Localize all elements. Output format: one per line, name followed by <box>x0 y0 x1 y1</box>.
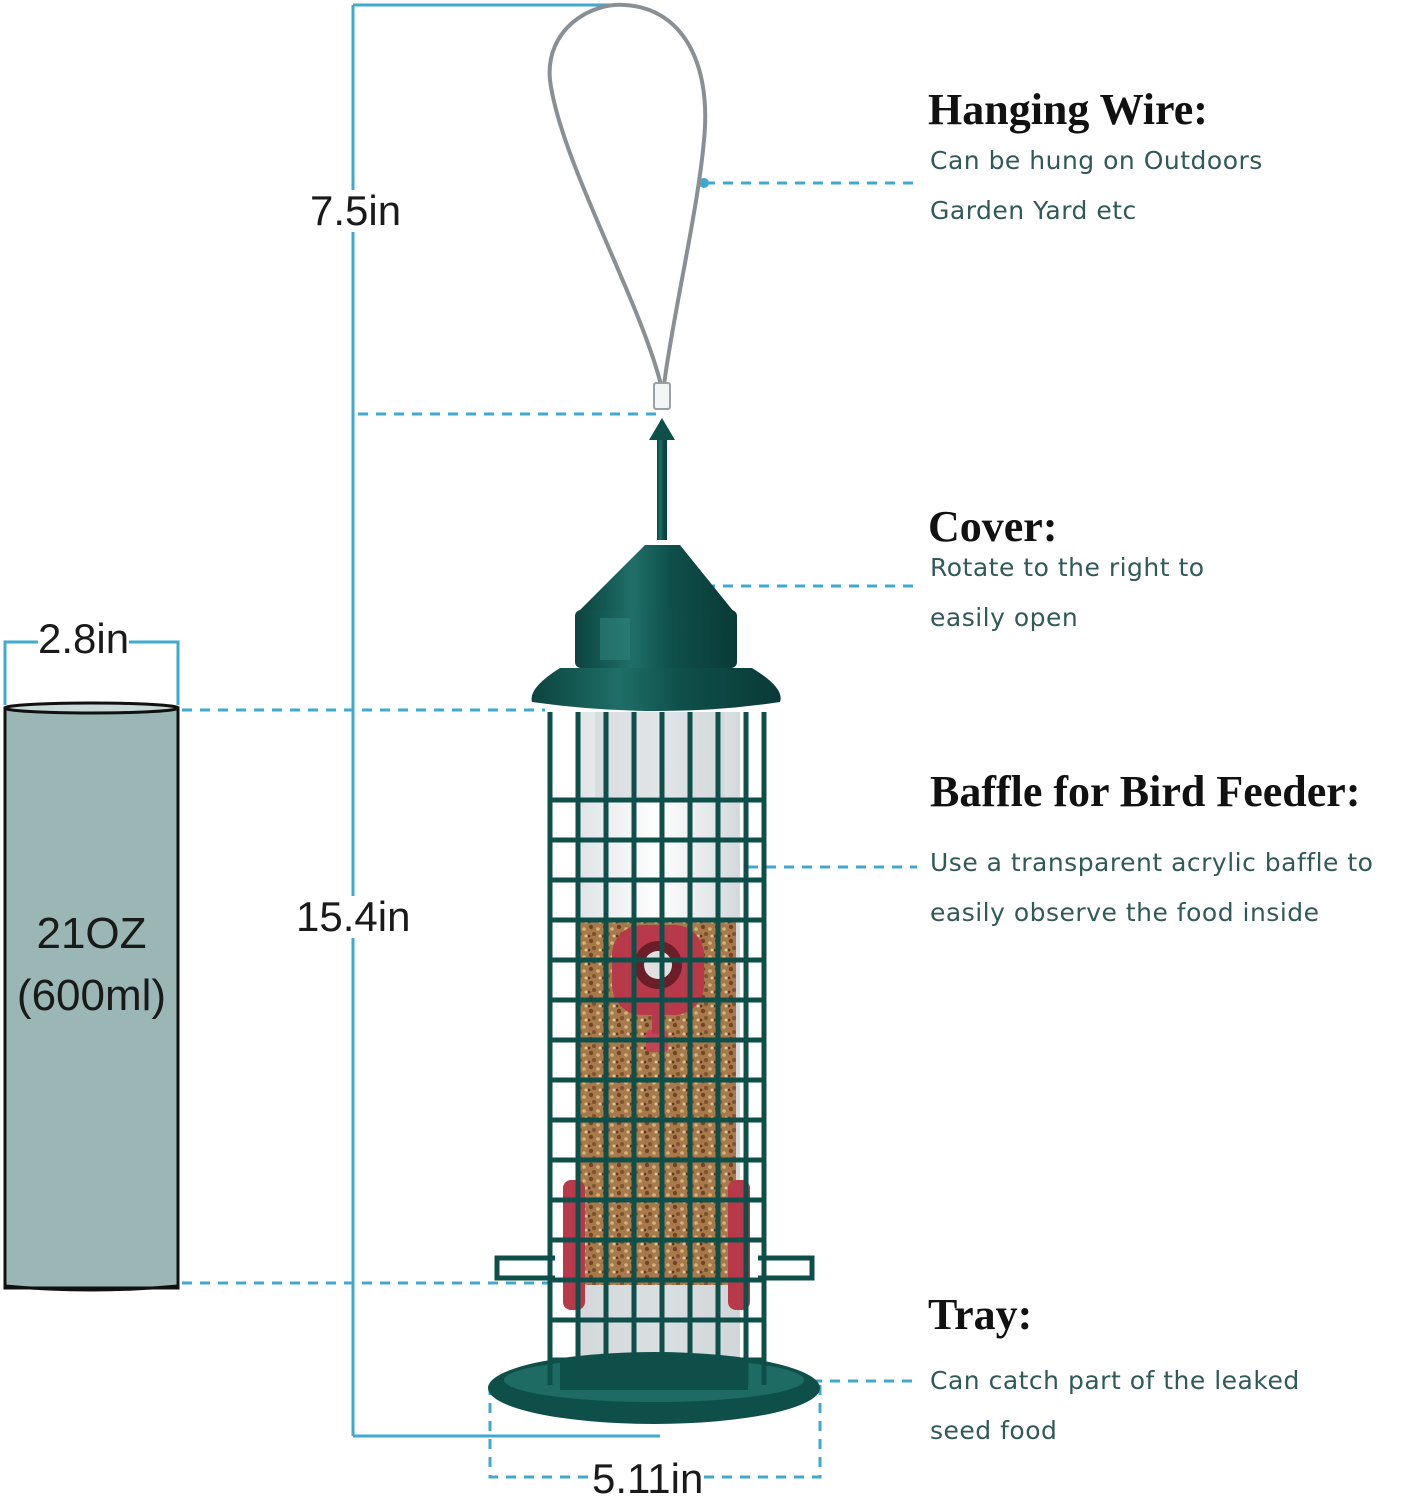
perch-left <box>494 1255 555 1281</box>
perch-right <box>758 1255 815 1281</box>
tray-width-label: 5.11in <box>592 1455 704 1502</box>
tube-width-label: 2.8in <box>38 615 130 662</box>
capacity-ounces: 21OZ <box>36 909 147 958</box>
capacity-cylinder <box>3 701 180 1292</box>
feature-description: Use a transparent acrylic baffle to easi… <box>930 848 1374 927</box>
capacity-cylinder-top <box>3 701 180 715</box>
wire-clamp <box>653 382 671 410</box>
capacity-milliliters: (600ml) <box>16 971 167 1020</box>
feature-title: Baffle for Bird Feeder: <box>930 767 1361 816</box>
capacity-cylinder-bottom <box>4 1284 179 1292</box>
feature-title: Hanging Wire: <box>928 85 1208 134</box>
metal-cage <box>547 712 767 1385</box>
bird-feeder <box>488 2 820 1424</box>
capacity-cylinder-body <box>3 706 180 1290</box>
feature-title: Tray: <box>928 1290 1033 1339</box>
feature-description: Rotate to the right to easily open <box>930 553 1205 632</box>
cover-finial <box>649 418 675 440</box>
feature-description: Can be hung on Outdoors Garden Yard etc <box>930 146 1263 225</box>
total-height-label: 15.4in <box>296 893 411 940</box>
cover-band <box>575 610 737 668</box>
dimension-lines <box>3 3 917 1479</box>
cover-rim <box>531 668 781 711</box>
wire-length-label: 7.5in <box>310 187 402 234</box>
feature-description: Can catch part of the leaked seed food <box>930 1366 1300 1445</box>
feature-title: Cover: <box>928 502 1058 551</box>
hanging-wire <box>547 2 708 386</box>
cover-cone <box>578 545 734 612</box>
